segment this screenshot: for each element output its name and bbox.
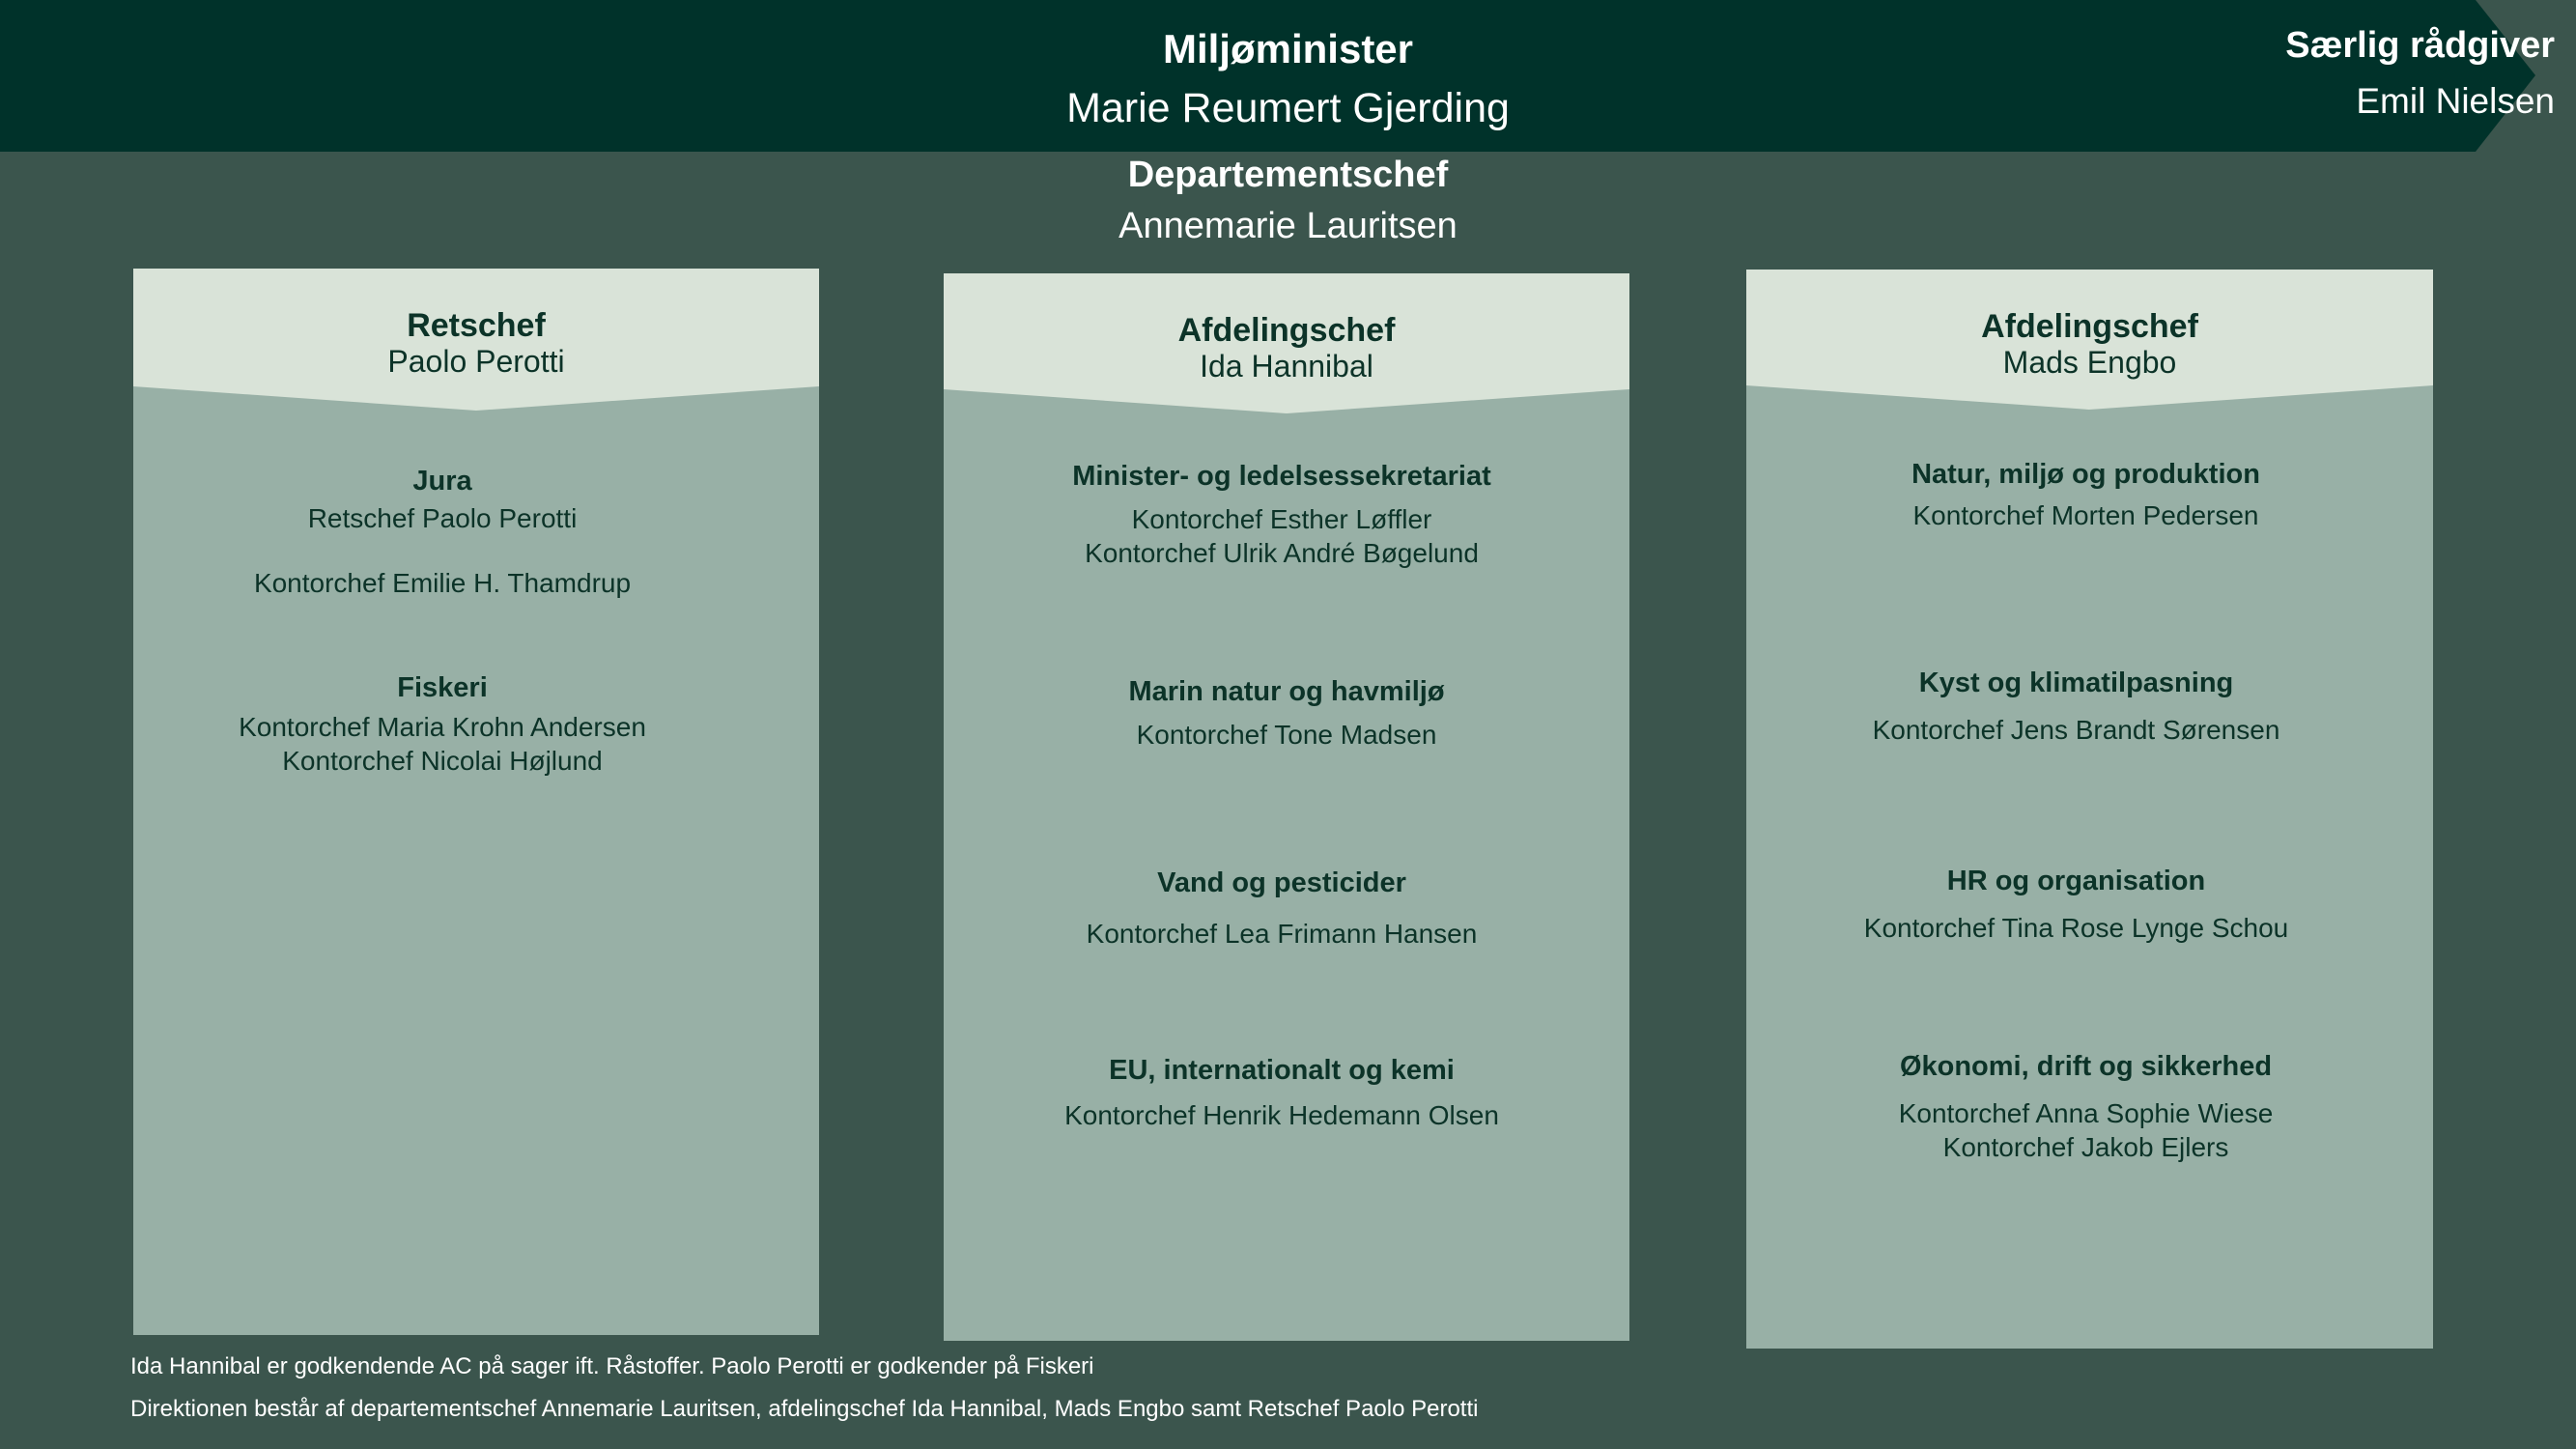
unit-hr-organisation: HR og organisation Kontorchef Tina Rose …: [1733, 866, 2420, 945]
unit-name: HR og organisation: [1946, 866, 2206, 896]
unit-chief: Retschef Paolo Perotti: [307, 503, 578, 533]
unit-chief: Kontorchef Emilie H. Thamdrup: [253, 568, 632, 598]
unit-jura: Jura Retschef Paolo Perotti Kontorchef E…: [99, 466, 785, 600]
unit-chief: Kontorchef Lea Frimann Hansen: [1086, 919, 1478, 949]
unit-chief: Kontorchef Tone Madsen: [1136, 720, 1437, 750]
unit-chief: Kontorchef Morten Pedersen: [1912, 500, 2259, 530]
column-title: Retschef: [407, 307, 546, 344]
unit-fiskeri: Fiskeri Kontorchef Maria Krohn Andersen …: [99, 672, 785, 778]
unit-name: Kyst og klimatilpasning: [1918, 668, 2234, 698]
column-retschef: Retschef Paolo Perotti Jura Retschef Pao…: [133, 269, 819, 1335]
column-header: Afdelingschef Ida Hannibal: [944, 273, 1629, 418]
footnote: Direktionen består af departementschef A…: [130, 1396, 1479, 1422]
column-afdelingschef-mads: Afdelingschef Mads Engbo Natur, miljø og…: [1746, 270, 2433, 1349]
unit-chief: Kontorchef Jens Brandt Sørensen: [1872, 715, 2280, 745]
minister-title: Miljøminister: [1162, 26, 1414, 71]
footnote: Ida Hannibal er godkendende AC på sager …: [130, 1353, 1094, 1379]
unit-chief: Kontorchef Jakob Ejlers: [1942, 1132, 2229, 1162]
column-head-name: Mads Engbo: [2002, 345, 2177, 380]
unit-name: Minister- og ledelsessekretariat: [1072, 461, 1491, 492]
unit-eu-kemi: EU, internationalt og kemi Kontorchef He…: [939, 1055, 1625, 1132]
advisor-title: Særlig rådgiver: [2285, 25, 2555, 66]
unit-name: Økonomi, drift og sikkerhed: [1899, 1051, 2273, 1082]
top-banner: [0, 0, 2535, 152]
unit-chief: Kontorchef Nicolai Højlund: [282, 746, 603, 776]
unit-okonomi-drift: Økonomi, drift og sikkerhed Kontorchef A…: [1742, 1051, 2429, 1164]
unit-chief: Kontorchef Maria Krohn Andersen: [239, 712, 646, 742]
unit-chief: Kontorchef Tina Rose Lynge Schou: [1863, 913, 2289, 943]
unit-marin-natur: Marin natur og havmiljø Kontorchef Tone …: [944, 676, 1629, 752]
column-afdelingschef-ida: Afdelingschef Ida Hannibal Minister- og …: [944, 273, 1629, 1341]
unit-chief: Kontorchef Esther Løffler: [1131, 504, 1432, 534]
department-head-title: Departementschef: [1127, 155, 1449, 195]
unit-chief: Kontorchef Ulrik André Bøgelund: [1085, 538, 1479, 568]
column-head-name: Ida Hannibal: [1200, 349, 1373, 384]
chevron-header-shape: [944, 273, 1629, 413]
unit-chief: Kontorchef Anna Sophie Wiese: [1898, 1098, 2274, 1128]
unit-ministersekretariat: Minister- og ledelsessekretariat Kontorc…: [939, 461, 1625, 570]
column-header: Retschef Paolo Perotti: [133, 269, 819, 413]
unit-name: Fiskeri: [397, 672, 488, 703]
unit-natur-miljo: Natur, miljø og produktion Kontorchef Mo…: [1742, 459, 2429, 532]
unit-kyst-klima: Kyst og klimatilpasning Kontorchef Jens …: [1733, 668, 2420, 747]
chevron-header-shape: [1746, 270, 2433, 410]
department-head-name: Annemarie Lauritsen: [1118, 206, 1458, 246]
advisor-name: Emil Nielsen: [2356, 81, 2555, 121]
unit-name: Vand og pesticider: [1157, 867, 1406, 898]
unit-vand-pesticider: Vand og pesticider Kontorchef Lea Friman…: [939, 867, 1625, 951]
column-title: Afdelingschef: [1981, 308, 2198, 345]
column-header: Afdelingschef Mads Engbo: [1746, 270, 2433, 414]
minister-name: Marie Reumert Gjerding: [1066, 85, 1510, 131]
unit-name: Natur, miljø og produktion: [1911, 459, 2260, 490]
chevron-header-shape: [133, 269, 819, 411]
unit-name: Jura: [412, 466, 472, 497]
unit-name: Marin natur og havmiljø: [1128, 676, 1445, 707]
unit-name: EU, internationalt og kemi: [1109, 1055, 1455, 1086]
column-title: Afdelingschef: [1177, 312, 1396, 349]
column-head-name: Paolo Perotti: [387, 344, 565, 379]
unit-chief: Kontorchef Henrik Hedemann Olsen: [1064, 1100, 1499, 1130]
